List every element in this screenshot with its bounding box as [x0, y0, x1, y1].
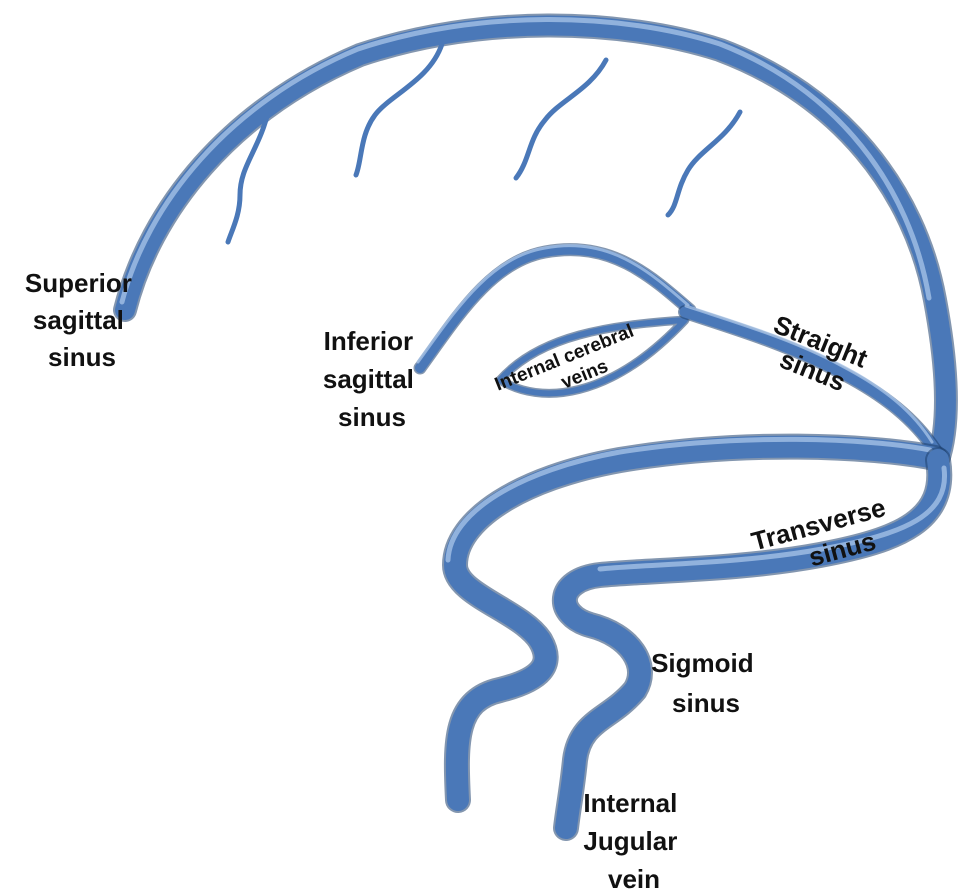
- inferior-sagittal-sinus-line-2: sagittal: [323, 364, 414, 394]
- internal-jugular-vein-label: Internal Jugular vein: [583, 788, 684, 894]
- superior-sagittal-sinus-line-3: sinus: [48, 342, 116, 372]
- inferior-sagittal-sinus-label: Inferior sagittal sinus: [323, 326, 421, 432]
- sigmoid-sinus-line-1: Sigmoid: [651, 648, 754, 678]
- sigmoid-sinus-label: Sigmoid sinus: [651, 648, 761, 718]
- superior-sagittal-sinus-line-2: sagittal: [33, 305, 124, 335]
- inferior-sagittal-sinus-line-1: Inferior: [324, 326, 414, 356]
- left-transverse-sigmoid-vessel: [448, 439, 935, 800]
- vessel-group: [122, 19, 946, 828]
- internal-jugular-vein-line-2: Jugular: [583, 826, 677, 856]
- sigmoid-sinus-line-2: sinus: [672, 688, 740, 718]
- inferior-sagittal-sinus-line-3: sinus: [338, 402, 406, 432]
- internal-jugular-vein-line-1: Internal: [583, 788, 677, 818]
- superior-sagittal-sinus-line-1: Superior: [25, 268, 132, 298]
- superior-sagittal-sinus-label: Superior sagittal sinus: [25, 268, 139, 372]
- internal-jugular-vein-line-3: vein: [608, 864, 660, 894]
